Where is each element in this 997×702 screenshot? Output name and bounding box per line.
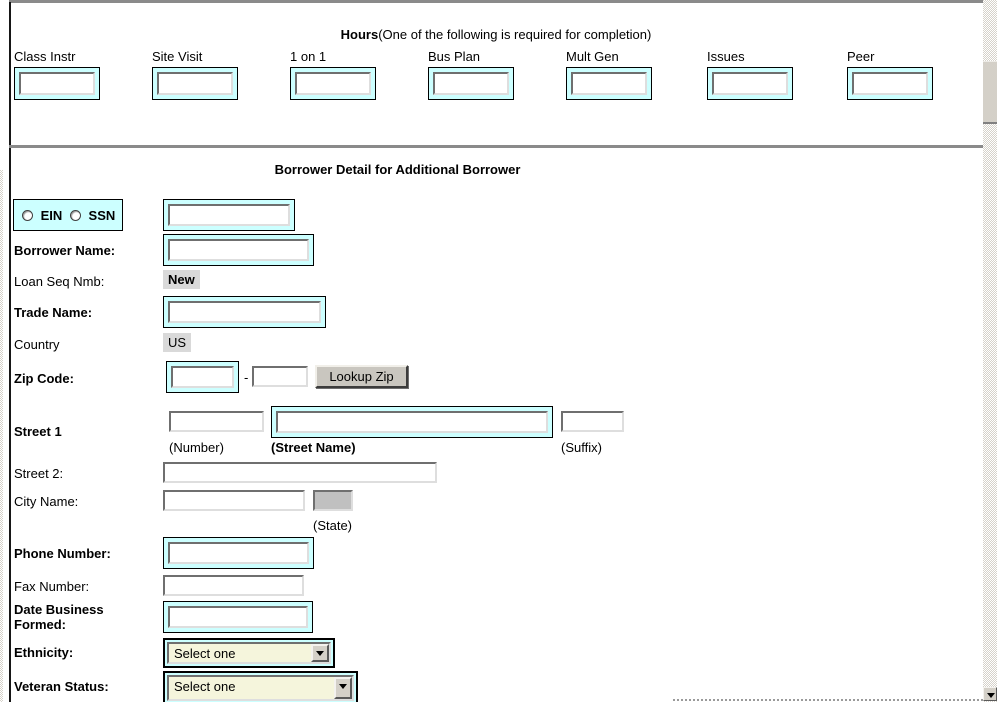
site-visit-input[interactable] — [157, 72, 233, 95]
hours-field-frame — [14, 67, 100, 100]
loan-seq-label: Loan Seq Nmb: — [14, 274, 105, 289]
mult-gen-input[interactable] — [571, 72, 647, 95]
loan-seq-value: New — [163, 270, 200, 289]
lookup-zip-button[interactable]: Lookup Zip — [315, 365, 408, 388]
issues-input[interactable] — [712, 72, 788, 95]
one-on-one-input[interactable] — [295, 72, 371, 95]
fax-number-label: Fax Number: — [14, 579, 90, 594]
street-number-input[interactable] — [169, 411, 264, 432]
tax-id-input[interactable] — [168, 204, 290, 226]
hours-field-frame — [566, 67, 652, 100]
zip-dash: - — [244, 370, 249, 385]
bus-plan-input[interactable] — [433, 72, 509, 95]
class-instr-input[interactable] — [19, 72, 95, 95]
chevron-down-icon — [316, 651, 324, 660]
ein-radio[interactable] — [22, 210, 33, 221]
hours-field-frame — [152, 67, 238, 100]
street1-label: Street 1 — [14, 424, 62, 439]
hours-field-frame — [428, 67, 514, 100]
country-value-wrap: US — [163, 333, 192, 352]
street-name-input[interactable] — [276, 411, 548, 433]
country-value: US — [163, 333, 192, 352]
zip-code-input[interactable] — [171, 366, 234, 388]
street-suffix-sublabel: (Suffix) — [561, 440, 602, 455]
ssn-radio[interactable] — [69, 210, 81, 221]
trade-name-input[interactable] — [168, 301, 321, 323]
borrower-name-field-frame — [163, 234, 314, 266]
vertical-scrollbar-thumb[interactable] — [983, 61, 997, 124]
ethnicity-select-frame: Select one — [163, 638, 335, 668]
hours-section-title: Hours(One of the following is required f… — [9, 27, 983, 42]
ethnicity-label: Ethnicity: — [14, 645, 74, 660]
hours-label-class-instr: Class Instr — [14, 49, 76, 64]
vertical-scrollbar-track[interactable] — [983, 0, 997, 702]
zip-code-label: Zip Code: — [14, 371, 74, 386]
bottom-dotted-border — [673, 699, 983, 701]
hours-label-issues: Issues — [707, 49, 745, 64]
hours-field-frame — [707, 67, 793, 100]
veteran-dropdown-button[interactable] — [334, 677, 352, 699]
veteran-status-label: Veteran Status: — [14, 679, 109, 694]
date-formed-label-line1: Date Business — [14, 602, 104, 617]
left-frame-edge — [0, 170, 3, 702]
date-formed-input[interactable] — [168, 606, 308, 628]
date-formed-label-line2: Formed: — [14, 617, 66, 632]
city-name-label: City Name: — [14, 494, 79, 509]
state-field-disabled — [313, 490, 353, 511]
borrower-name-input[interactable] — [168, 239, 309, 261]
street2-input[interactable] — [163, 462, 437, 483]
street2-label: Street 2: — [14, 466, 64, 481]
hours-label-bus-plan: Bus Plan — [428, 49, 481, 64]
state-sublabel: (State) — [313, 518, 353, 533]
hours-label-peer: Peer — [847, 49, 875, 64]
scrollbar-down-button[interactable] — [983, 687, 997, 701]
city-name-input[interactable] — [163, 490, 305, 511]
trade-name-label: Trade Name: — [14, 305, 93, 320]
veteran-status-select[interactable]: Select one — [167, 675, 354, 701]
veteran-select-frame: Select one — [163, 671, 358, 702]
phone-field-frame — [163, 537, 314, 569]
hours-label-site-visit: Site Visit — [152, 49, 203, 64]
zip-ext-input[interactable] — [252, 366, 308, 387]
ssn-radio-label: SSN — [88, 208, 116, 223]
country-label: Country — [14, 337, 60, 352]
chevron-down-icon — [339, 684, 347, 693]
frame-top-border — [9, 0, 983, 3]
ein-radio-label: EIN — [40, 208, 63, 223]
hours-title-bold: Hours — [340, 27, 379, 42]
peer-input[interactable] — [852, 72, 928, 95]
street-name-sublabel: (Street Name) — [271, 440, 356, 455]
hours-field-frame — [290, 67, 376, 100]
borrower-detail-header: Borrower Detail for Additional Borrower — [274, 162, 521, 177]
street-number-sublabel: (Number) — [169, 440, 224, 455]
ethnicity-select[interactable]: Select one — [167, 642, 331, 664]
ethnicity-dropdown-button[interactable] — [311, 644, 329, 662]
veteran-selected-value: Select one — [174, 679, 236, 694]
ethnicity-selected-value: Select one — [174, 646, 236, 661]
hours-title-note: (One of the following is required for co… — [378, 27, 652, 42]
phone-number-label: Phone Number: — [14, 546, 111, 561]
frame-left-border — [9, 2, 11, 702]
tax-id-field-frame — [163, 199, 295, 231]
tax-id-type-group: EIN SSN — [13, 199, 123, 231]
street-name-field-frame — [271, 406, 553, 438]
section-divider — [9, 145, 983, 148]
borrower-name-label: Borrower Name: — [14, 243, 116, 258]
hours-label-1-on-1: 1 on 1 — [290, 49, 327, 64]
zip-code-field-frame — [166, 361, 239, 393]
arrow-down-icon — [987, 693, 995, 702]
street-suffix-input[interactable] — [561, 411, 624, 432]
fax-number-input[interactable] — [163, 575, 304, 596]
hours-field-frame — [847, 67, 933, 100]
phone-number-input[interactable] — [168, 542, 309, 564]
hours-label-mult-gen: Mult Gen — [566, 49, 619, 64]
date-formed-field-frame — [163, 601, 313, 633]
trade-name-field-frame — [163, 296, 326, 328]
loan-seq-value-wrap: New — [163, 270, 200, 289]
